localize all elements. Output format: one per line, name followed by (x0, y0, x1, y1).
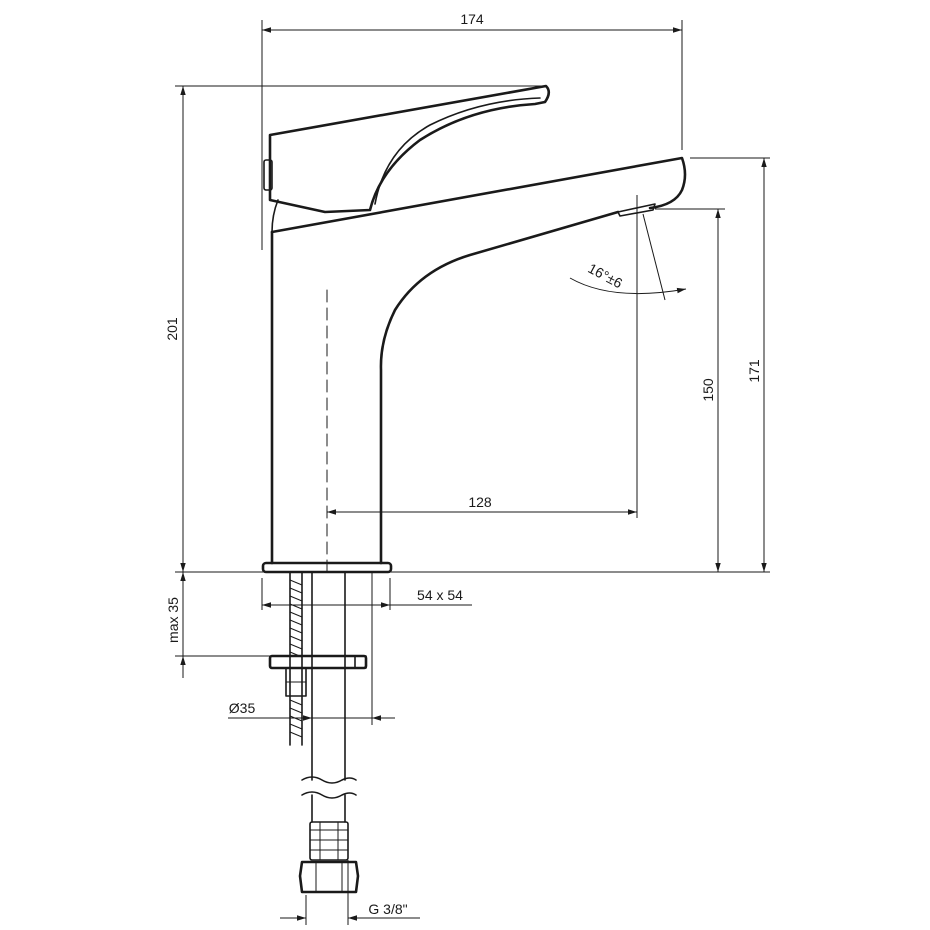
dim-width-top: 174 (460, 11, 484, 27)
dim-spout-height: 171 (746, 359, 762, 383)
supply-pipe-lower (311, 794, 346, 823)
spout-underside (379, 210, 620, 565)
dim-hole-diameter: Ø35 (229, 700, 256, 716)
threaded-rod (289, 571, 303, 746)
break-bottom (301, 791, 357, 799)
mounting-assembly (268, 571, 373, 894)
spout-top (270, 156, 687, 234)
handle-knob (263, 159, 273, 191)
dim-reach: 128 (468, 494, 492, 510)
dim-outlet-height: 150 (700, 378, 716, 402)
dimension-lines (175, 20, 770, 925)
connector-body (309, 821, 349, 861)
fixing-plate-end (354, 655, 367, 669)
dimension-labels: 174 201 171 150 128 16°±6 54 x 54 max 35… (164, 11, 762, 917)
dim-total-height: 201 (164, 317, 180, 341)
rod-thread (289, 579, 303, 738)
cartridge-neck (271, 199, 279, 233)
handle-curve (374, 97, 541, 205)
hex-nut (298, 860, 360, 894)
dim-base-plate: 54 x 54 (417, 587, 463, 603)
fixing-plate (268, 654, 368, 670)
dim-max-thickness: max 35 (165, 597, 181, 643)
handle-lever (268, 84, 551, 214)
aerator (617, 203, 656, 217)
supply-pipe (311, 571, 346, 781)
break-top (301, 776, 357, 784)
dim-thread: G 3/8" (368, 901, 407, 917)
dim-angle: 16°±6 (585, 260, 625, 291)
